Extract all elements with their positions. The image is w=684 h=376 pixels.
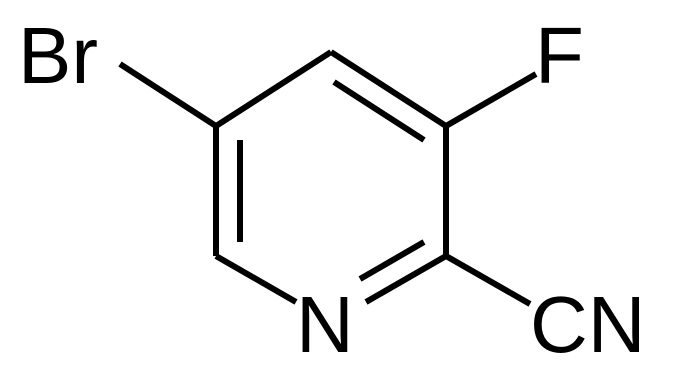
bond-c5-c4 xyxy=(214,49,333,129)
bond-c5-br xyxy=(118,61,218,129)
atom-label-bromine: Br xyxy=(18,11,98,100)
bond-c2-n1-inner xyxy=(358,239,426,282)
bond-n1-c6 xyxy=(214,253,298,305)
atom-label-ring-nitrogen: N xyxy=(296,280,354,369)
bond-c4-c3 xyxy=(329,49,448,129)
bond-c2-cn xyxy=(444,253,532,307)
atom-label-nitrile: CN xyxy=(530,280,646,369)
bond-c4-c3-inner xyxy=(332,79,426,143)
bond-c2-n1 xyxy=(364,253,448,305)
bond-c3-f xyxy=(444,71,538,129)
atom-label-fluorine: F xyxy=(535,11,584,100)
